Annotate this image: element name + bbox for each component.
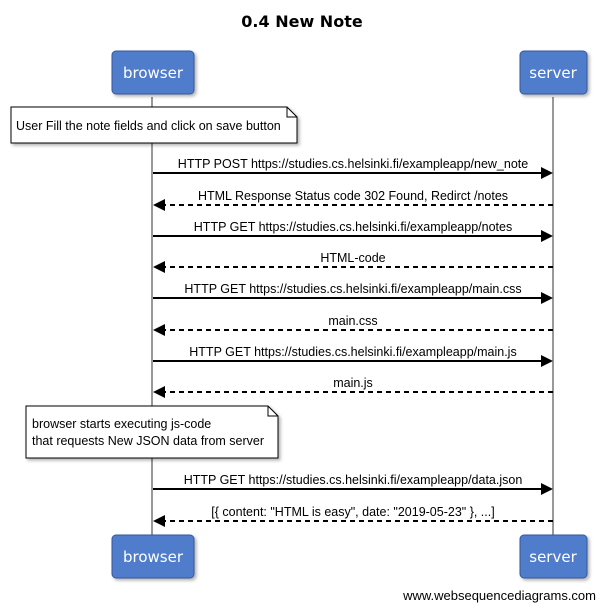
message-7-arrowhead <box>541 355 553 367</box>
note-2-line-2: that requests New JSON data from server <box>32 434 264 448</box>
message-8-label: main.js <box>333 376 373 390</box>
actor-browser-bottom: browser <box>111 534 195 579</box>
diagram-title: 0.4 New Note <box>241 12 363 31</box>
message-4-arrowhead <box>153 261 165 273</box>
message-7-label: HTTP GET https://studies.cs.helsinki.fi/… <box>189 345 516 359</box>
actor-server-top-label: server <box>529 64 577 82</box>
message-1-arrowhead <box>541 167 553 179</box>
message-5-label: HTTP GET https://studies.cs.helsinki.fi/… <box>184 282 521 296</box>
message-6-arrowhead <box>153 324 165 336</box>
message-9-arrowhead <box>541 483 553 495</box>
actor-server-bottom: server <box>519 534 588 579</box>
message-8-arrowhead <box>153 386 165 398</box>
note-1: User Fill the note fields and click on s… <box>10 106 298 144</box>
message-10-label: [{ content: "HTML is easy", date: "2019-… <box>211 505 494 519</box>
message-3-label: HTTP GET https://studies.cs.helsinki.fi/… <box>194 220 512 234</box>
actor-browser-top-label: browser <box>123 64 184 82</box>
actor-browser-bottom-label: browser <box>123 548 184 566</box>
message-2-label: HTML Response Status code 302 Found, Red… <box>198 189 508 203</box>
message-9-label: HTTP GET https://studies.cs.helsinki.fi/… <box>184 473 523 487</box>
message-5-arrowhead <box>541 292 553 304</box>
message-3-arrowhead <box>541 230 553 242</box>
message-2-arrowhead <box>153 199 165 211</box>
actor-browser-top: browser <box>111 50 195 95</box>
message-6-label: main.css <box>328 314 377 328</box>
message-4-label: HTML-code <box>320 251 385 265</box>
messages: HTTP POST https://studies.cs.helsinki.fi… <box>153 157 553 527</box>
note-2-line-1: browser starts executing js-code <box>32 417 211 431</box>
actor-server-top: server <box>519 50 588 95</box>
actor-server-bottom-label: server <box>529 548 577 566</box>
note-1-line-1: User Fill the note fields and click on s… <box>16 119 281 133</box>
message-10-arrowhead <box>153 515 165 527</box>
footer-credit: www.websequencediagrams.com <box>402 588 596 603</box>
note-2: browser starts executing js-code that re… <box>25 405 279 459</box>
message-1-label: HTTP POST https://studies.cs.helsinki.fi… <box>178 157 528 171</box>
